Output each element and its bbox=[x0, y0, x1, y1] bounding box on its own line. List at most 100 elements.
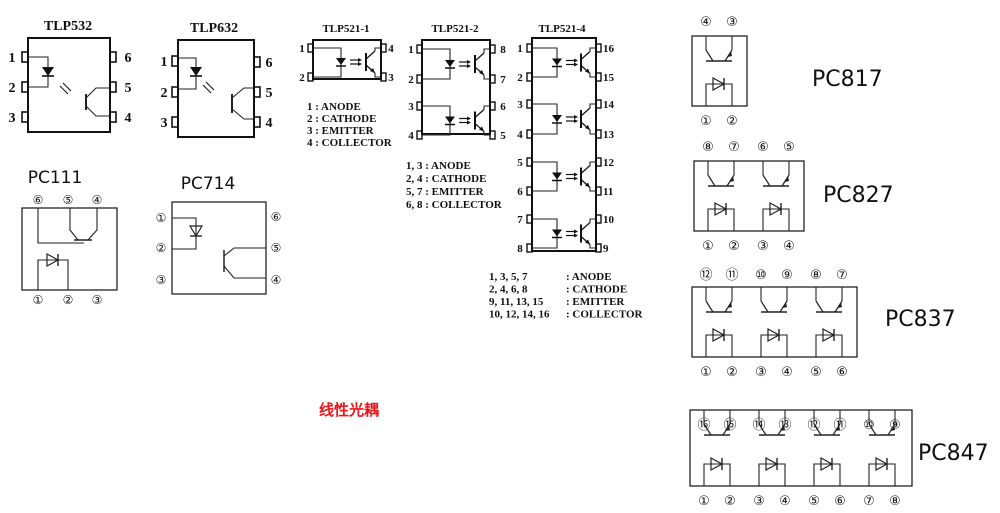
wire bbox=[532, 161, 558, 192]
legend-pins: 10, 12, 14, 16 bbox=[489, 309, 550, 321]
pin-pad bbox=[171, 116, 179, 128]
wire bbox=[85, 105, 110, 117]
legend-pins: 1, 3, 5, 7 bbox=[489, 271, 528, 283]
legend-line: 1, 3 : ANODE bbox=[406, 160, 471, 172]
phototransistor-icon bbox=[760, 300, 788, 313]
pin-label: ⑨ bbox=[889, 418, 901, 433]
tlp532-body bbox=[27, 37, 111, 133]
legend-line: 1 : ANODE bbox=[307, 101, 361, 113]
pin-label: ③ bbox=[757, 239, 769, 254]
pin-label: 8 bbox=[500, 44, 506, 56]
pin-label: ③ bbox=[755, 365, 767, 380]
phototransistor-icon bbox=[474, 108, 485, 133]
pc827-body bbox=[693, 160, 805, 232]
pin-label: 6 bbox=[125, 51, 132, 66]
phototransistor-icon bbox=[815, 300, 843, 313]
pin-label: 2 bbox=[299, 72, 305, 84]
phototransistor-icon bbox=[580, 50, 591, 75]
wire bbox=[589, 187, 596, 192]
led-icon bbox=[551, 57, 579, 68]
pin-label: 5 bbox=[517, 157, 523, 169]
pin-label: 1 bbox=[299, 43, 305, 55]
phototransistor-icon bbox=[580, 107, 591, 131]
legend-pins: 9, 11, 13, 15 bbox=[489, 296, 544, 308]
legend-line: 2 : CATHODE bbox=[307, 113, 376, 125]
pin-label: ① bbox=[700, 365, 712, 380]
pin-label: 2 bbox=[9, 81, 16, 96]
pin-label: 4 bbox=[517, 129, 523, 141]
pin-label: ① bbox=[702, 239, 714, 254]
pin-label: 2 bbox=[161, 86, 168, 101]
wire bbox=[868, 463, 896, 486]
pin-label: ⑥ bbox=[757, 140, 769, 155]
pin-label: ⑤ bbox=[783, 140, 795, 155]
pin-label: ④ bbox=[92, 193, 103, 207]
wire bbox=[813, 463, 841, 486]
wire bbox=[69, 208, 79, 241]
pin-label: 4 bbox=[388, 43, 394, 55]
tlp521-4-title: TLP521-4 bbox=[538, 23, 586, 35]
phototransistor-icon bbox=[705, 300, 733, 313]
pin-label: ③ bbox=[92, 293, 103, 307]
pin-label: 15 bbox=[603, 72, 615, 84]
pin-label: 6 bbox=[266, 56, 273, 71]
wire bbox=[532, 103, 558, 135]
pin-label: ② bbox=[724, 494, 736, 509]
pin-label: ⑤ bbox=[63, 193, 74, 207]
wire bbox=[589, 47, 596, 52]
pin-label: ⑨ bbox=[781, 268, 793, 283]
pin-label: 3 bbox=[517, 99, 523, 111]
wire bbox=[589, 103, 596, 108]
phototransistor-icon bbox=[580, 221, 591, 246]
wire bbox=[532, 218, 558, 249]
pin-pad bbox=[109, 51, 117, 63]
wire bbox=[422, 105, 451, 136]
pin-pad bbox=[253, 86, 261, 98]
pin-label: 1 bbox=[9, 51, 16, 66]
pin-label: ③ bbox=[156, 273, 167, 287]
pin-label: ③ bbox=[726, 15, 738, 30]
wire bbox=[374, 47, 381, 51]
pc847-title: PC847 bbox=[918, 441, 989, 466]
pin-pad bbox=[171, 86, 179, 98]
pin-label: ⑦ bbox=[863, 494, 875, 509]
pin-label: 7 bbox=[500, 74, 506, 86]
pin-label: ① bbox=[700, 114, 712, 129]
tlp632-title: TLP632 bbox=[190, 21, 238, 36]
wire bbox=[87, 208, 98, 241]
pin-label: ② bbox=[728, 239, 740, 254]
light-arrow bbox=[62, 82, 72, 92]
phototransistor-icon bbox=[365, 50, 376, 74]
led-icon bbox=[189, 66, 203, 77]
wire bbox=[815, 334, 843, 357]
pc817-title: PC817 bbox=[812, 67, 883, 92]
pin-label: 13 bbox=[603, 129, 615, 141]
pin-label: ⑥ bbox=[271, 210, 282, 224]
pin-label: ④ bbox=[781, 365, 793, 380]
light-arrow bbox=[205, 81, 215, 91]
wire bbox=[483, 105, 490, 110]
pin-pad bbox=[253, 116, 261, 128]
wire bbox=[705, 83, 733, 106]
pin-label: ② bbox=[63, 293, 74, 307]
pin-label: ⑥ bbox=[33, 193, 44, 207]
pin-pad bbox=[109, 81, 117, 93]
pin-label: ⑥ bbox=[836, 365, 848, 380]
pin-pad bbox=[253, 56, 261, 68]
tlp532-title: TLP532 bbox=[44, 19, 92, 34]
pin-label: ④ bbox=[779, 494, 791, 509]
wire bbox=[589, 218, 596, 223]
pin-pad bbox=[109, 111, 117, 123]
wire bbox=[589, 73, 596, 78]
pin-label: 7 bbox=[517, 214, 523, 226]
pc837-body bbox=[691, 286, 858, 358]
wire bbox=[28, 56, 49, 88]
pin-label: 4 bbox=[266, 116, 273, 131]
